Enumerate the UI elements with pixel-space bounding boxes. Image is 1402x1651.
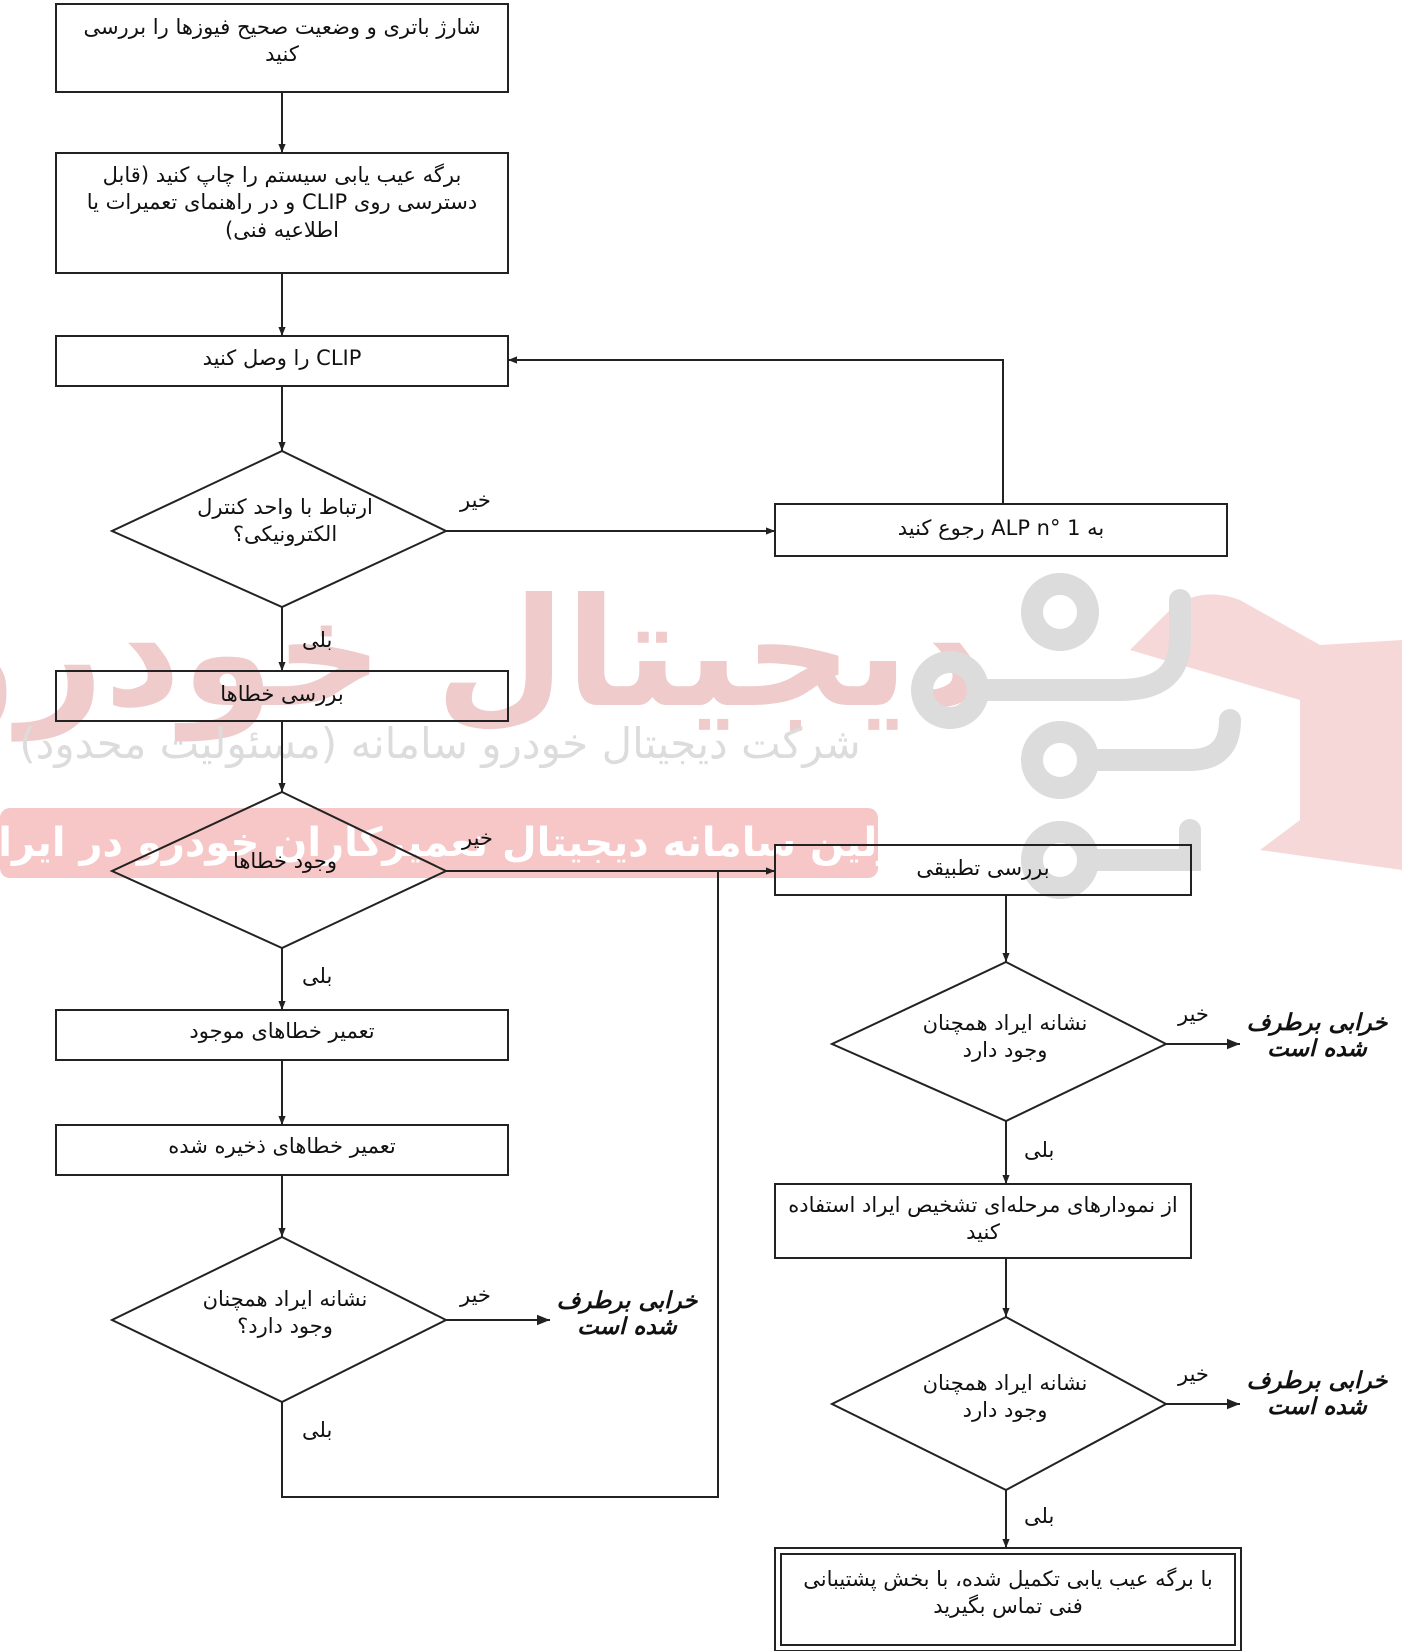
text-refer-alp: به ALP n° 1 رجوع کنید — [897, 516, 1105, 540]
watermark-brand: دیجیتال خودرو — [0, 567, 986, 742]
box-contact-support-outer — [774, 1547, 1242, 1651]
box-use-charts — [774, 1183, 1192, 1259]
text-symptom-decision-right-2: نشانه ایراد همچنان وجود دارد — [922, 1371, 1088, 1423]
watermark: دیجیتال خودرو شرکت دیجیتال خودرو سامانه … — [0, 567, 1402, 899]
text-conformity-check: بررسی تطبیقی — [916, 856, 1050, 880]
label-yes-symptom-right-2: بلی — [1024, 1504, 1055, 1528]
text-check-battery: شارژ باتری و وضعیت صحیح فیوزها را بررسی … — [83, 15, 481, 67]
watermark-tagline: اولین سامانه دیجیتال تعمیرکاران خودرو در… — [0, 820, 916, 866]
box-contact-support-inner — [780, 1553, 1236, 1646]
label-no-faults: خیر — [462, 826, 493, 850]
text-faults-decision: وجود خطاها — [232, 849, 338, 873]
line-symptom-left-yes-loop — [281, 871, 719, 1498]
text-print-sheet: برگه عیب یابی سیستم را چاپ کنید (قابل دس… — [86, 163, 478, 242]
text-contact-support: با برگه عیب یابی تکمیل شده، با بخش پشتیب… — [803, 1567, 1213, 1619]
watermark-company: شرکت دیجیتال خودرو سامانه (مسئولیت محدود… — [19, 719, 860, 768]
flow-connectors — [278, 92, 1240, 1548]
label-yes-symptom-left: بلی — [302, 1418, 333, 1442]
text-connect-clip: CLIP را وصل کنید — [202, 346, 362, 370]
text-use-charts: از نمودارهای مرحله‌ای تشخیص ایراد استفاد… — [788, 1193, 1178, 1245]
label-no-symptom-right-1: خیر — [1178, 1002, 1209, 1026]
result-fixed-left: خرابی برطرف شده است — [556, 1288, 698, 1341]
text-symptom-decision-left: نشانه ایراد همچنان وجود دارد؟ — [202, 1287, 368, 1339]
watermark-car-logo — [1130, 594, 1402, 870]
text-symptom-decision-right-1: نشانه ایراد همچنان وجود دارد — [922, 1011, 1088, 1063]
label-no-symptom-left: خیر — [460, 1283, 491, 1307]
text-repair-present: تعمیر خطاهای موجود — [189, 1019, 375, 1043]
label-yes-comm: بلی — [302, 628, 333, 652]
arrow-alp-back-to-clip — [508, 356, 1004, 504]
label-yes-symptom-right-1: بلی — [1024, 1138, 1055, 1162]
text-check-faults: بررسی خطاها — [220, 682, 344, 706]
label-no-symptom-right-2: خیر — [1178, 1362, 1209, 1386]
label-no-comm: خیر — [460, 488, 491, 512]
text-comm-decision: ارتباط با واحد کنترل الکترونیکی؟ — [197, 495, 373, 547]
text-repair-stored: تعمیر خطاهای ذخیره شده — [168, 1134, 396, 1158]
label-yes-faults: بلی — [302, 964, 333, 988]
result-fixed-right-2: خرابی برطرف شده است — [1246, 1368, 1388, 1421]
result-fixed-right-1: خرابی برطرف شده است — [1246, 1010, 1388, 1063]
watermark-tagline-band — [0, 808, 878, 878]
